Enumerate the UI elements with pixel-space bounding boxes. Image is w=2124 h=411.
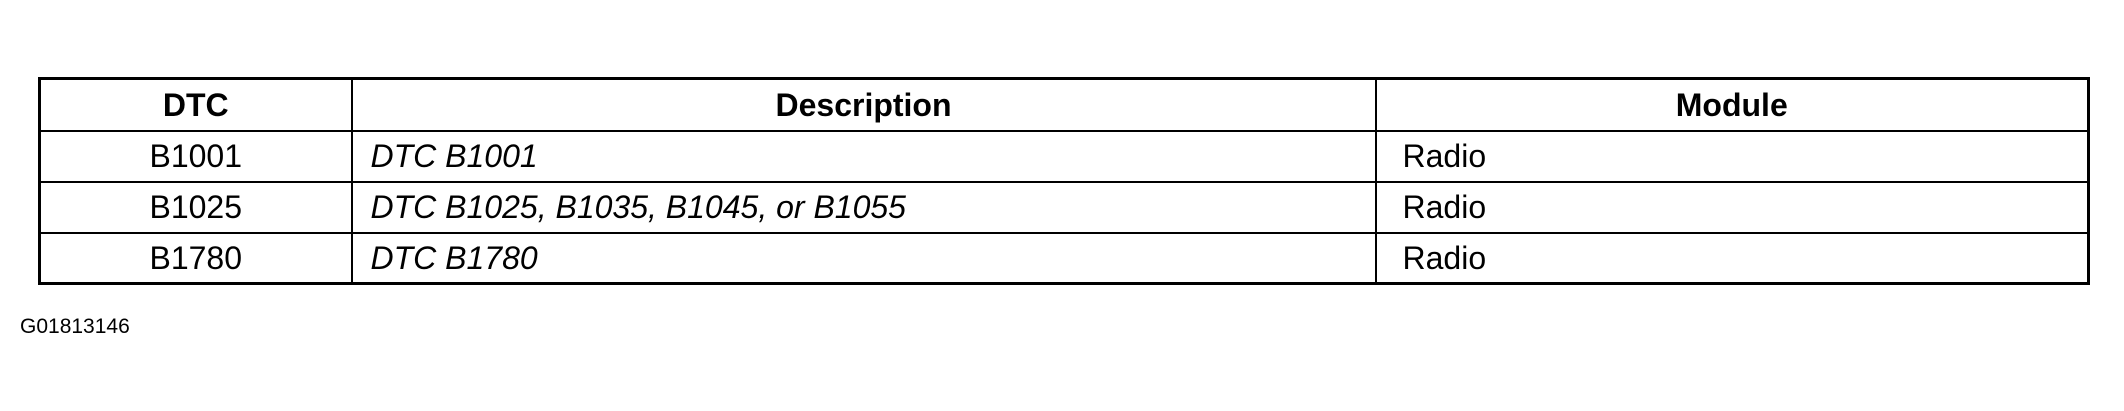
module-cell: Radio — [1374, 180, 2090, 234]
header-module: Module — [1374, 77, 2090, 132]
header-description: Description — [350, 77, 1377, 132]
dtc-code-cell: B1025 — [38, 180, 353, 234]
module-cell: Radio — [1374, 129, 2090, 183]
dtc-code-cell: B1780 — [38, 231, 353, 285]
dtc-code-cell: B1001 — [38, 129, 353, 183]
table-row: B1001 DTC B1001 Radio — [38, 129, 2090, 183]
dtc-table: DTC Description Module B1001 DTC B1001 R… — [38, 77, 2090, 285]
table-row: B1025 DTC B1025, B1035, B1045, or B1055 … — [38, 180, 2090, 234]
header-row: DTC Description Module — [38, 77, 2090, 132]
table-header: DTC Description Module — [38, 77, 2090, 132]
module-cell: Radio — [1374, 231, 2090, 285]
table-row: B1780 DTC B1780 Radio — [38, 231, 2090, 285]
description-link[interactable]: DTC B1780 — [350, 231, 1377, 285]
description-link[interactable]: DTC B1025, B1035, B1045, or B1055 — [350, 180, 1377, 234]
header-dtc: DTC — [38, 77, 353, 132]
table-body: B1001 DTC B1001 Radio B1025 DTC B1025, B… — [38, 129, 2090, 285]
figure-code: G01813146 — [20, 315, 130, 338]
description-link[interactable]: DTC B1001 — [350, 129, 1377, 183]
